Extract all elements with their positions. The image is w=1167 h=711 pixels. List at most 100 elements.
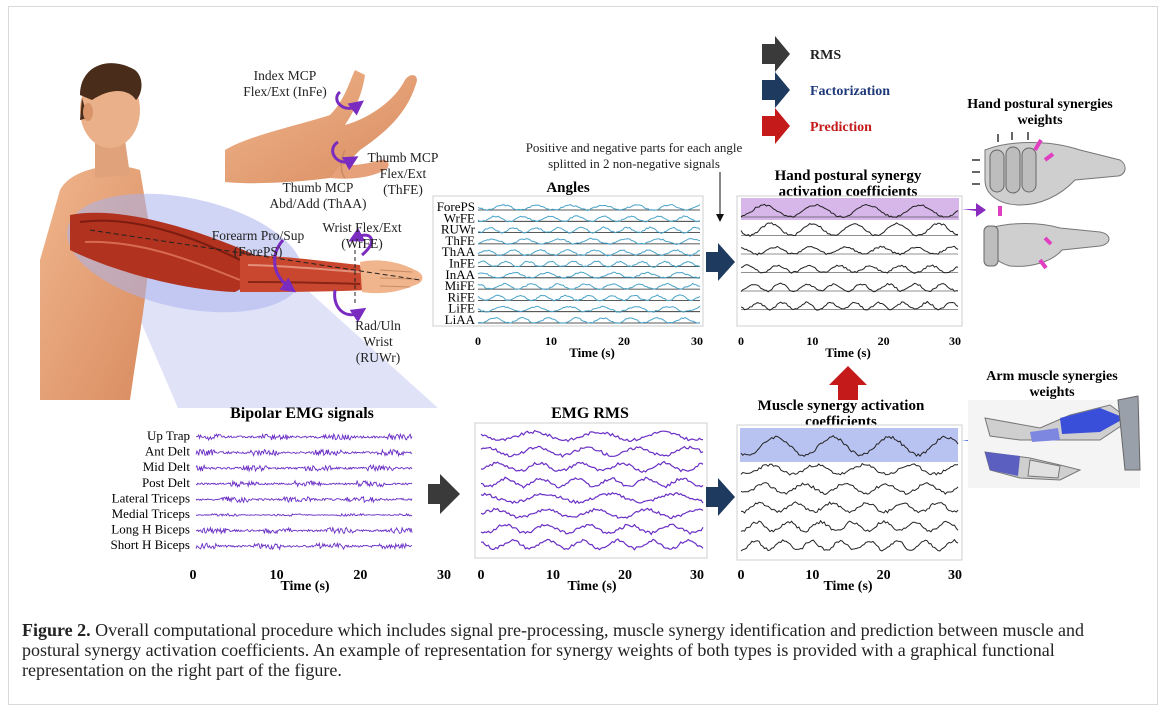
- label-thumb-flex-2: Flex/Ext: [380, 166, 427, 181]
- emg-row-label: Post Delt: [142, 475, 190, 490]
- hand-coeff-trace: [740, 222, 959, 237]
- hand-coeff-trace: [740, 300, 959, 311]
- label-wrist-flex-1: Wrist Flex/Ext: [322, 220, 402, 235]
- arm-weights-title-2: weights: [1029, 385, 1075, 400]
- label-forearm-2: (ForePS): [234, 244, 283, 259]
- emg-tick-20: 20: [353, 568, 367, 583]
- rms-trace: [480, 507, 704, 520]
- muscle-coeff-trace: [741, 501, 959, 514]
- angle-trace: [477, 260, 701, 268]
- emg-xlabel: Time (s): [280, 579, 329, 594]
- muscle-coeff-trace: [740, 435, 959, 458]
- legend-arrow-rms: [762, 36, 790, 72]
- note-line-1: Positive and negative parts for each ang…: [526, 140, 743, 155]
- angle-trace: [477, 305, 701, 313]
- hand-coeff-trace: [740, 245, 959, 256]
- rms-tick-20: 20: [618, 568, 632, 583]
- rms-xlabel: Time (s): [567, 579, 616, 594]
- label-thumb-flex-3: (ThFE): [383, 182, 423, 197]
- rms-trace: [480, 429, 704, 443]
- hand-coefficients-panel: Hand postural synergy activation coeffic…: [736, 168, 986, 360]
- emg-row-label: Ant Delt: [145, 444, 191, 459]
- hand-coeff-trace: [740, 282, 959, 293]
- rms-tick-10: 10: [546, 568, 560, 583]
- label-index-mcp-1: Index MCP: [254, 68, 317, 83]
- emg-title: Bipolar EMG signals: [230, 405, 374, 422]
- hand-coeff-tick-30: 30: [949, 334, 961, 348]
- emg-row-label: Lateral Triceps: [112, 490, 190, 505]
- arm-annotation-labels: Index MCP Flex/Ext (InFe) Thumb MCP Flex…: [212, 68, 439, 365]
- arrow-prediction: [829, 366, 867, 400]
- muscle-coeff-trace: [740, 482, 959, 495]
- human-arm-illustration: [40, 63, 438, 408]
- zoomed-hand-illustration: [225, 70, 417, 184]
- figure-canvas: Index MCP Flex/Ext (InFe) Thumb MCP Flex…: [40, 36, 1141, 594]
- legend-label-prediction: Prediction: [810, 120, 872, 135]
- angles-xlabel: Time (s): [569, 345, 615, 360]
- muscle-coeff-trace: [740, 462, 958, 476]
- legend-arrow-factorization: [762, 72, 790, 108]
- angles-tick-10: 10: [545, 334, 557, 348]
- emg-trace: [195, 432, 413, 442]
- rms-trace: [480, 538, 704, 551]
- angles-title: Angles: [546, 180, 590, 196]
- label-thumb-flex-1: Thumb MCP: [368, 150, 439, 165]
- label-raduln-1: Rad/Uln: [355, 318, 401, 333]
- angle-row-label: ForePS: [437, 199, 475, 214]
- angle-trace: [477, 237, 701, 246]
- arm-weights: Arm muscle synergies weights: [968, 369, 1141, 488]
- rms-trace: [480, 492, 704, 505]
- rms-tick-0: 0: [478, 568, 485, 583]
- rms-trace: [480, 460, 704, 474]
- angle-trace: [477, 248, 701, 257]
- angle-row-label: LiFE: [448, 301, 475, 316]
- muscle-coeff-trace: [740, 519, 959, 533]
- angle-row-label: WrFE: [444, 210, 475, 225]
- emg-row-label: Up Trap: [147, 428, 190, 443]
- emg-trace: [195, 479, 413, 489]
- legend-label-rms: RMS: [810, 48, 841, 63]
- muscle-coeff-tick-30: 30: [948, 568, 962, 583]
- muscle-coeff-trace: [740, 538, 959, 552]
- rms-trace: [480, 476, 704, 489]
- emg-trace: [195, 512, 413, 517]
- muscle-coefficients-panel: Muscle synergy activation coefficients 0…: [736, 398, 984, 594]
- emg-row-label: Short H Biceps: [111, 537, 190, 552]
- angle-row-label: InFE: [449, 256, 475, 271]
- label-raduln-3: (RUWr): [356, 350, 400, 365]
- hand-coeff-tick-0: 0: [738, 334, 744, 348]
- angles-tick-30: 30: [691, 334, 703, 348]
- hand-coeff-tick-20: 20: [878, 334, 890, 348]
- muscle-coeff-tick-0: 0: [738, 568, 745, 583]
- label-raduln-2: Wrist: [363, 334, 393, 349]
- emg-trace: [195, 541, 413, 551]
- emg-tick-0: 0: [190, 568, 197, 583]
- emg-trace: [195, 495, 413, 504]
- caption-label: Figure 2.: [22, 620, 91, 640]
- hand-weights: Hand postural synergies weights: [967, 97, 1126, 270]
- angle-trace: [478, 226, 701, 234]
- emg-trace: [195, 448, 413, 458]
- angle-row-label: ThAA: [442, 244, 476, 259]
- hand-weights-title-1: Hand postural synergies: [967, 97, 1113, 112]
- rms-title: EMG RMS: [551, 405, 629, 422]
- emg-row-label: Mid Delt: [143, 459, 191, 474]
- hand-coeff-title-1: Hand postural synergy: [775, 168, 922, 184]
- angle-trace: [477, 282, 701, 291]
- label-thumb-abd-2: Abd/Add (ThAA): [269, 196, 366, 211]
- arm-weights-title-1: Arm muscle synergies: [986, 369, 1118, 384]
- angle-trace: [477, 204, 701, 212]
- legend-arrow-prediction: [762, 108, 790, 144]
- arrow-rms: [428, 474, 460, 514]
- muscle-coeff-tick-10: 10: [805, 568, 819, 583]
- angles-panel: Angles ForePSWrFERUWrThFEThAAInFEInAAMiF…: [432, 180, 704, 360]
- emg-trace: [195, 526, 413, 535]
- angle-row-label: ThFE: [445, 233, 475, 248]
- angle-trace: [477, 294, 701, 302]
- angle-trace: [477, 215, 701, 223]
- angle-row-label: MiFE: [445, 278, 475, 293]
- arrow-factorization-top: [706, 243, 735, 281]
- emg-tick-10: 10: [270, 568, 284, 583]
- legend-label-factorization: Factorization: [810, 84, 890, 99]
- angle-trace: [477, 271, 701, 280]
